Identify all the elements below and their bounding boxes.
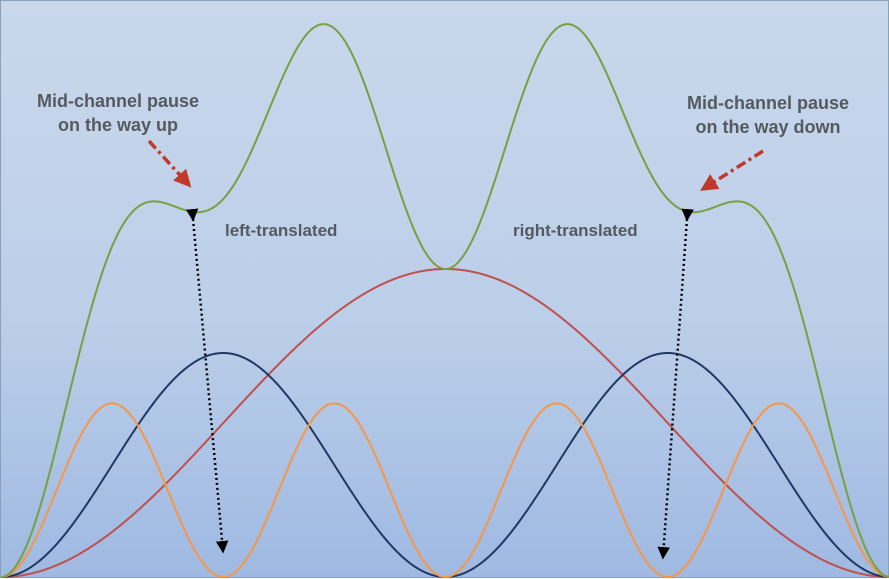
pause-down-label: Mid-channel pause on the way down	[668, 91, 868, 139]
medium-cycle-line	[1, 352, 889, 578]
pause-down-label-line1: Mid-channel pause	[686, 93, 850, 113]
curves-group	[1, 23, 889, 578]
left-translation-arrow	[185, 208, 229, 554]
short-cycle-line	[1, 402, 889, 578]
composite-cycle-line	[1, 23, 889, 578]
pause-up-label: Mid-channel pause on the way up	[23, 89, 213, 137]
pause-up-label-line1: Mid-channel pause	[36, 91, 200, 111]
pause-down-arrow	[700, 149, 764, 191]
right-translation-arrow	[657, 208, 694, 560]
left-translated-label: left-translated	[225, 221, 338, 240]
right-translated-label: right-translated	[513, 221, 638, 240]
pause-up-label-line2: on the way up	[57, 115, 178, 135]
pause-up-arrow	[147, 139, 192, 188]
pause-down-label-line2: on the way down	[695, 117, 841, 137]
